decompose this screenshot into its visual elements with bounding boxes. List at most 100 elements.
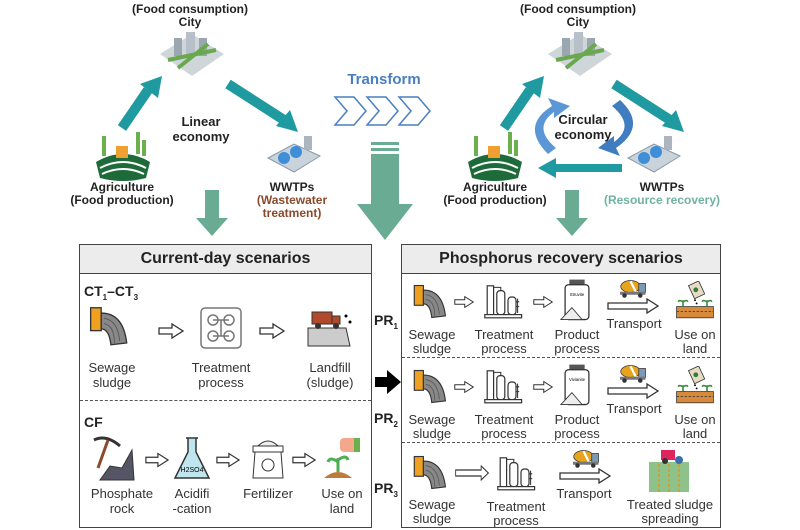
step-label: process: [554, 341, 600, 356]
left-city-label: City: [178, 15, 202, 29]
ct-step-3-line2: (sludge): [306, 375, 354, 390]
step-label: Sewage: [408, 497, 456, 512]
right-agriculture-note: (Food production): [443, 193, 547, 207]
svg-text:H2SO4: H2SO4: [181, 467, 204, 474]
treatment-plant-icon: [484, 280, 524, 322]
left-agriculture-label: Agriculture: [89, 180, 155, 194]
current-day-panel: Current-day scenarios: [79, 244, 372, 528]
green-down-arrow-right: [556, 190, 588, 236]
teal-arrow-agri-to-city: [117, 76, 162, 131]
step-label: sludge: [412, 511, 452, 526]
ct-label: CT1–CT3: [84, 283, 139, 302]
divider: [80, 400, 371, 401]
cf-step-4-line1: Use on: [321, 486, 363, 501]
arrow-icon: [455, 465, 489, 481]
step-label: Sewage: [408, 327, 456, 342]
step-label: Treated sludge: [626, 497, 714, 512]
right-city-label: City: [566, 15, 590, 29]
wwtp-icon: [266, 136, 322, 173]
right-wwtp-note: (Resource recovery): [603, 193, 721, 207]
treatment-process-icon: [200, 307, 242, 349]
transport-arrow-icon: [559, 468, 611, 484]
svg-text:Vivianite: Vivianite: [569, 377, 586, 382]
teal-arrow-city-to-wwtp: [611, 79, 684, 132]
divider: [402, 357, 720, 358]
ct-step-2-line1: Treatment: [191, 360, 251, 375]
left-wwtp-note-2: treatment): [262, 206, 322, 220]
wwtp-icon: [626, 136, 682, 173]
teal-arrow-wwtp-to-agri: [538, 158, 622, 178]
city-icon: [160, 32, 224, 76]
transform-label: Transform: [347, 71, 421, 88]
sewage-sludge-icon: [412, 369, 450, 407]
sewage-sludge-icon: [412, 284, 450, 322]
transform-down-arrow: [357, 142, 413, 240]
teal-arrow-city-to-wwtp: [225, 79, 298, 132]
vivianite-bottle-icon: Vivianite: [560, 363, 594, 407]
truck-icon: [617, 362, 647, 384]
step-label: process: [481, 426, 527, 441]
transport-label: Transport: [606, 316, 662, 331]
pr1-label: PR1: [374, 312, 398, 331]
transport-arrow-icon: [607, 298, 659, 314]
cf-step-3-line1: Fertilizer: [243, 486, 293, 501]
step-label: sludge: [412, 341, 452, 356]
step-label: Treatment: [486, 499, 546, 514]
use-on-land-icon: [675, 281, 715, 321]
sludge-spreading-tractor-icon: [649, 450, 689, 492]
left-city-note: (Food consumption): [132, 2, 248, 16]
use-on-land-icon: [675, 366, 715, 406]
step-label: Product: [554, 412, 600, 427]
circular-economy-line1: Circular: [558, 112, 608, 127]
phosphorus-recovery-title: Phosphorus recovery scenarios: [402, 245, 720, 274]
black-arrow-icon: [375, 370, 401, 394]
transport-label: Transport: [556, 486, 612, 501]
right-city-note: (Food consumption): [520, 2, 636, 16]
right-agriculture-label: Agriculture: [462, 180, 528, 194]
step-label: sludge: [412, 426, 452, 441]
pr2-label: PR2: [374, 410, 398, 429]
arrow-icon: [533, 380, 553, 394]
city-icon: [548, 32, 612, 76]
transport-label: Transport: [606, 401, 662, 416]
cf-label: CF: [84, 414, 103, 430]
phosphate-rock-icon: [93, 436, 135, 481]
step-label: land: [682, 341, 708, 356]
teal-arrow-agri-to-city: [499, 76, 544, 131]
landfill-icon: [307, 311, 352, 347]
arrow-icon: [259, 323, 285, 339]
linear-economy-line2: economy: [172, 129, 230, 144]
sewage-sludge-icon: [88, 306, 132, 350]
cf-step-1-line2: rock: [109, 501, 135, 516]
step-label: Use on: [674, 412, 716, 427]
step-label: Treatment: [474, 412, 534, 427]
current-day-title: Current-day scenarios: [80, 245, 371, 274]
step-label: Product: [554, 327, 600, 342]
green-down-arrow-left: [196, 190, 228, 236]
step-label: Treatment: [474, 327, 534, 342]
cf-step-1-line1: Phosphate: [90, 486, 154, 501]
cf-step-4-line2: land: [329, 501, 355, 516]
transform-chevrons: [333, 96, 431, 126]
truck-icon: [570, 447, 600, 469]
truck-icon: [617, 277, 647, 299]
circular-economy-line2: economy: [554, 127, 612, 142]
step-label: land: [682, 426, 708, 441]
right-wwtp-label: WWTPs: [639, 180, 685, 194]
svg-text:Struvite: Struvite: [570, 292, 585, 297]
agriculture-icon: [96, 132, 150, 181]
cf-step-2-line1: Acidifi: [174, 486, 210, 501]
step-label: Sewage: [408, 412, 456, 427]
left-agriculture-note: (Food production): [70, 193, 174, 207]
divider: [402, 442, 720, 443]
use-on-land-icon: [324, 438, 360, 478]
treatment-plant-icon: [497, 452, 537, 494]
arrow-icon: [158, 323, 184, 339]
circular-arrows-icon: [534, 98, 634, 156]
ct-step-1-line2: sludge: [92, 375, 132, 390]
arrow-icon: [454, 380, 474, 394]
struvite-bottle-icon: Struvite: [560, 278, 594, 322]
step-label: process: [481, 341, 527, 356]
arrow-icon: [454, 295, 474, 309]
